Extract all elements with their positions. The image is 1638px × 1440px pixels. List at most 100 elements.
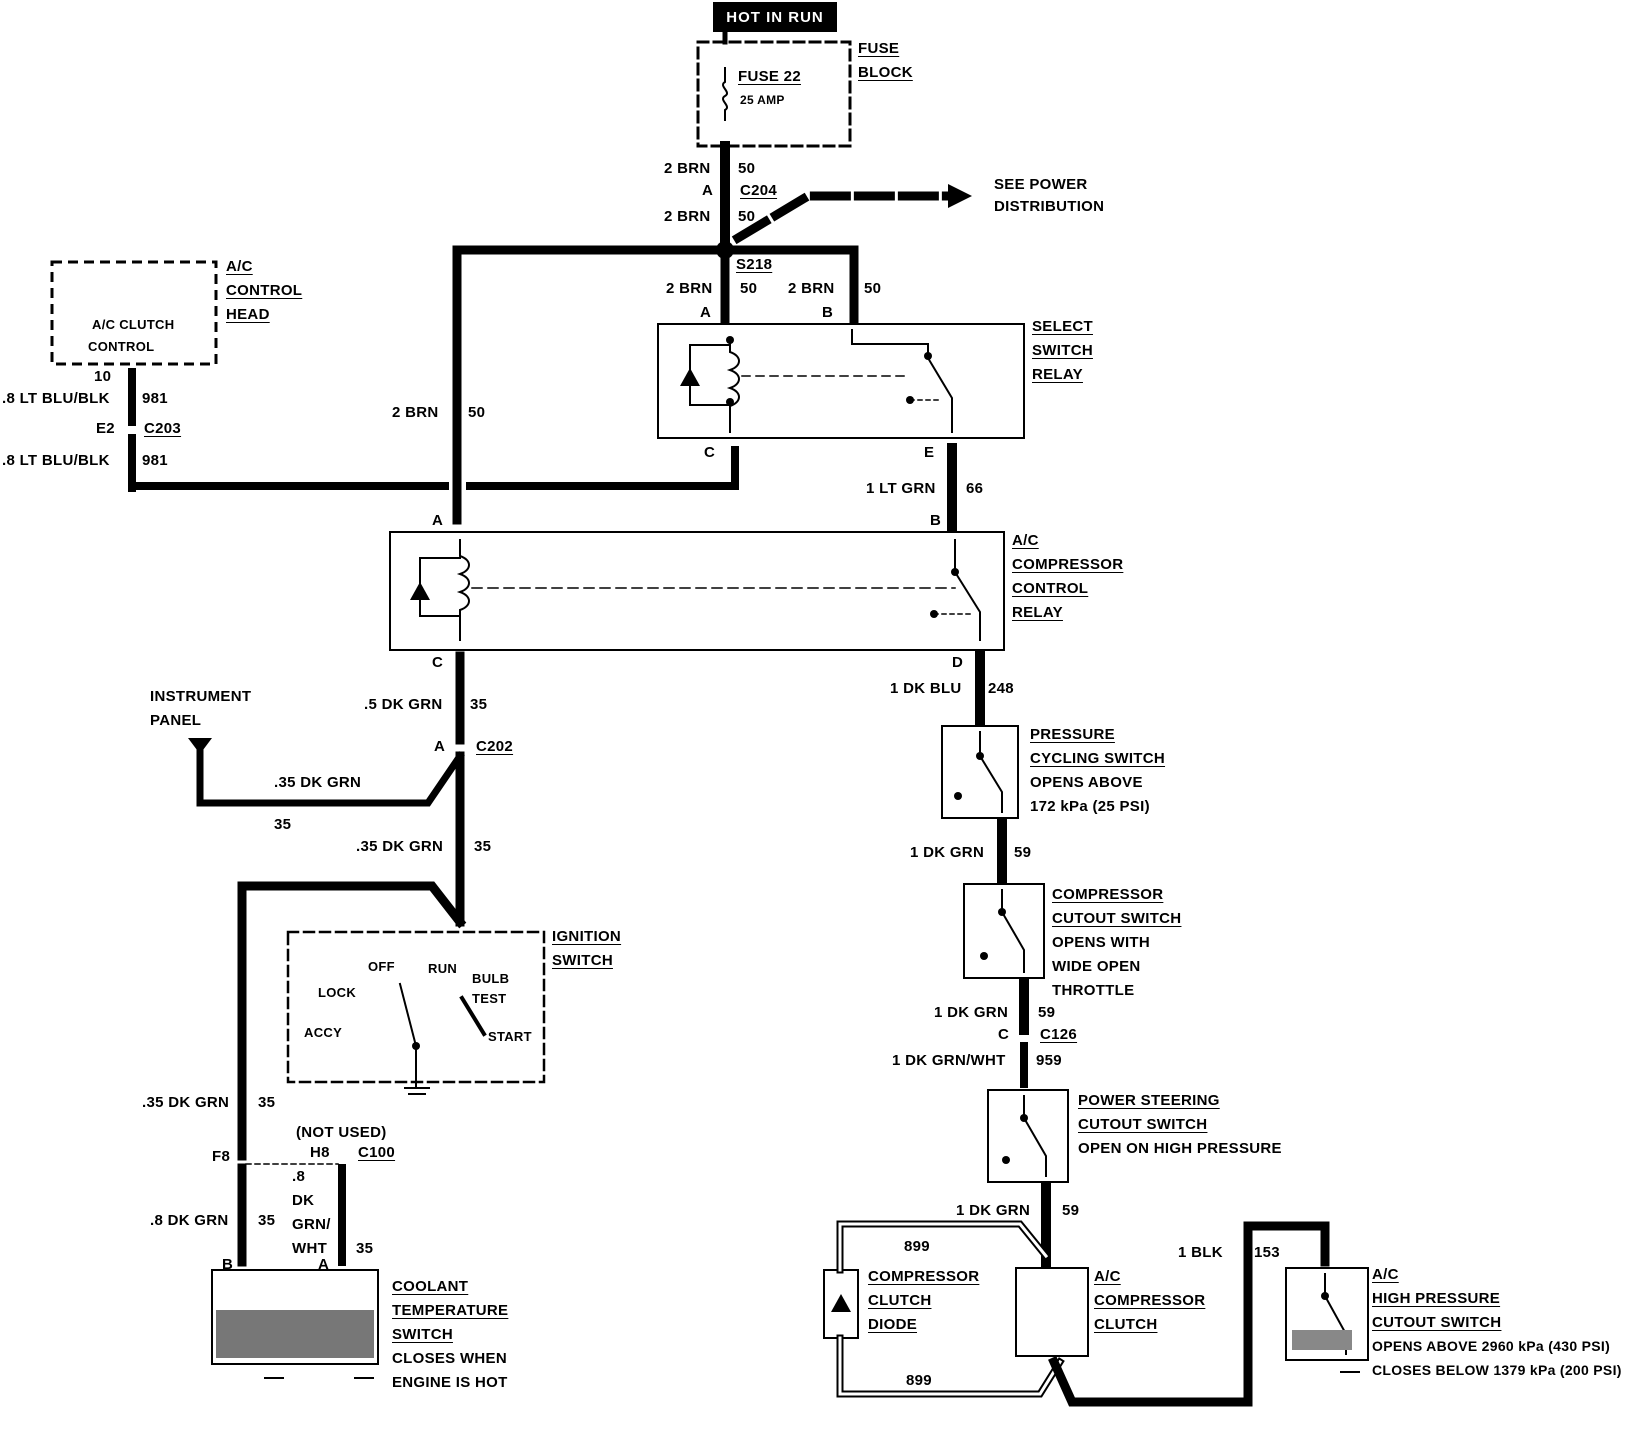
s218-splice [716, 241, 734, 259]
ignition-pos-run: RUN [428, 961, 458, 976]
wire-power-distribution [731, 191, 953, 245]
wire-label: 1 DK GRN [934, 1004, 1009, 1021]
connector-pin: A [434, 738, 446, 755]
circuit-label: 59 [1038, 1004, 1056, 1021]
wire-label: GRN/ [292, 1216, 331, 1233]
compressor-clutch-box [1015, 1267, 1089, 1357]
ignition-pos-accy: ACCY [304, 1025, 343, 1040]
wire-label: 1 DK BLU [890, 680, 962, 697]
wire-label: .35 DK GRN [356, 838, 444, 855]
cutout-label-4: WIDE OPEN [1052, 958, 1141, 975]
wire-label: 2 BRN [664, 160, 711, 177]
circuit-label: 59 [1014, 844, 1032, 861]
circuit-label: 50 [738, 208, 756, 225]
ignition-pos-test: TEST [472, 991, 507, 1006]
hp-label-2: HIGH PRESSURE [1372, 1290, 1501, 1307]
fuse-22 [722, 67, 728, 121]
comp-relay-label-4: RELAY [1012, 604, 1063, 621]
comp-relay-contact [954, 539, 981, 641]
coolant-switch-texture [216, 1310, 374, 1358]
ignition-pos-bulb: BULB [472, 971, 510, 986]
coolant-switch-box [211, 1269, 379, 1365]
wire-35-ignition-return [237, 881, 467, 1161]
wire-bus [452, 245, 859, 525]
wire-label: 2 BRN [392, 404, 439, 421]
hp-label-1: A/C [1372, 1266, 1399, 1283]
diode-label-3: DIODE [868, 1316, 918, 1333]
comp-relay-coil [456, 539, 470, 641]
hp-label-4: OPENS ABOVE 2960 kPa (430 PSI) [1372, 1338, 1611, 1354]
comp-pin-d: D [952, 654, 964, 671]
comp-pin-b: B [930, 512, 942, 529]
circuit-label: 50 [738, 160, 756, 177]
select-relay-label-1: SELECT [1032, 318, 1093, 335]
c100-pin-f8: F8 [212, 1148, 231, 1165]
select-relay-label-2: SWITCH [1032, 342, 1093, 359]
select-relay-contact [851, 329, 953, 433]
pc-label-4: 172 kPa (25 PSI) [1030, 798, 1150, 815]
diode-label-2: CLUTCH [868, 1292, 932, 1309]
power-dist-label-2: DISTRIBUTION [994, 198, 1105, 215]
power-dist-arrowhead [948, 184, 972, 208]
compressor-control-relay-box [389, 531, 1005, 651]
instrument-panel-arrow [188, 738, 212, 754]
circuit-label: 35 [258, 1212, 276, 1229]
c100-pin-h8: H8 [310, 1144, 330, 1161]
ps-dot-2 [1002, 1156, 1010, 1164]
wire-label: .8 [292, 1168, 306, 1185]
wire-label: .35 DK GRN [274, 774, 362, 791]
select-relay-label-3: RELAY [1032, 366, 1083, 383]
comp-dot-2 [930, 610, 938, 618]
ignition-pos-start: START [488, 1029, 532, 1044]
select-diode-icon [680, 368, 700, 386]
splice-s218: S218 [736, 256, 773, 273]
circuit-label: 248 [988, 680, 1014, 697]
select-relay-diode-path [689, 344, 731, 406]
wire-label: 1 DK GRN/WHT [892, 1052, 1006, 1069]
comp-pin-a: A [432, 512, 444, 529]
hp-label-5: CLOSES BELOW 1379 kPa (200 PSI) [1372, 1362, 1622, 1378]
circuit-label: 899 [904, 1238, 930, 1255]
wire-label: .8 LT BLU/BLK [2, 452, 110, 469]
circuit-label: 35 [474, 838, 492, 855]
comp-diode-icon [410, 582, 430, 600]
coolant-label-5: ENGINE IS HOT [392, 1374, 508, 1391]
comp-relay-label-2: COMPRESSOR [1012, 556, 1124, 573]
connector-c204: C204 [740, 182, 778, 199]
circuit-label: 959 [1036, 1052, 1062, 1069]
coolant-pin-a: A [318, 1256, 330, 1273]
connector-pin: C [998, 1026, 1010, 1043]
pc-label-1: PRESSURE [1030, 726, 1115, 743]
cutout-contact [1001, 889, 1025, 973]
ignition-label-2: SWITCH [552, 952, 613, 969]
wire-label: 1 LT GRN [866, 480, 936, 497]
wire-label: WHT [292, 1240, 328, 1257]
connector-c203: C203 [144, 420, 182, 437]
connector-c126: C126 [1040, 1026, 1078, 1043]
circuit-label: 50 [740, 280, 758, 297]
wire-label: .8 LT BLU/BLK [2, 390, 110, 407]
ignition-blade [398, 982, 418, 1048]
wire-35-instrument [196, 738, 465, 807]
wire-label: 2 BRN [666, 280, 713, 297]
comp-relay-label-3: CONTROL [1012, 580, 1089, 597]
control-head-inner-1: A/C CLUTCH [92, 317, 175, 332]
cutout-dot-2 [980, 952, 988, 960]
ignition-label-1: IGNITION [552, 928, 622, 945]
coolant-label-4: CLOSES WHEN [392, 1350, 507, 1367]
cutout-label-5: THROTTLE [1052, 982, 1135, 999]
wire-981-horizontal [128, 444, 739, 490]
wire-899-inner [838, 1222, 1063, 1396]
wire-label: 1 DK GRN [956, 1202, 1031, 1219]
clutch-diode-icon [831, 1294, 851, 1312]
comp-pin-c: C [432, 654, 444, 671]
circuit-label: 35 [470, 696, 488, 713]
ps-dot [1020, 1114, 1028, 1122]
comp-relay-label-1: A/C [1012, 532, 1039, 549]
cutout-label-1: COMPRESSOR [1052, 886, 1164, 903]
not-used-label: (NOT USED) [296, 1124, 387, 1141]
comp-dot-1 [951, 568, 959, 576]
pc-label-2: CYCLING SWITCH [1030, 750, 1166, 767]
coolant-label-2: TEMPERATURE [392, 1302, 509, 1319]
